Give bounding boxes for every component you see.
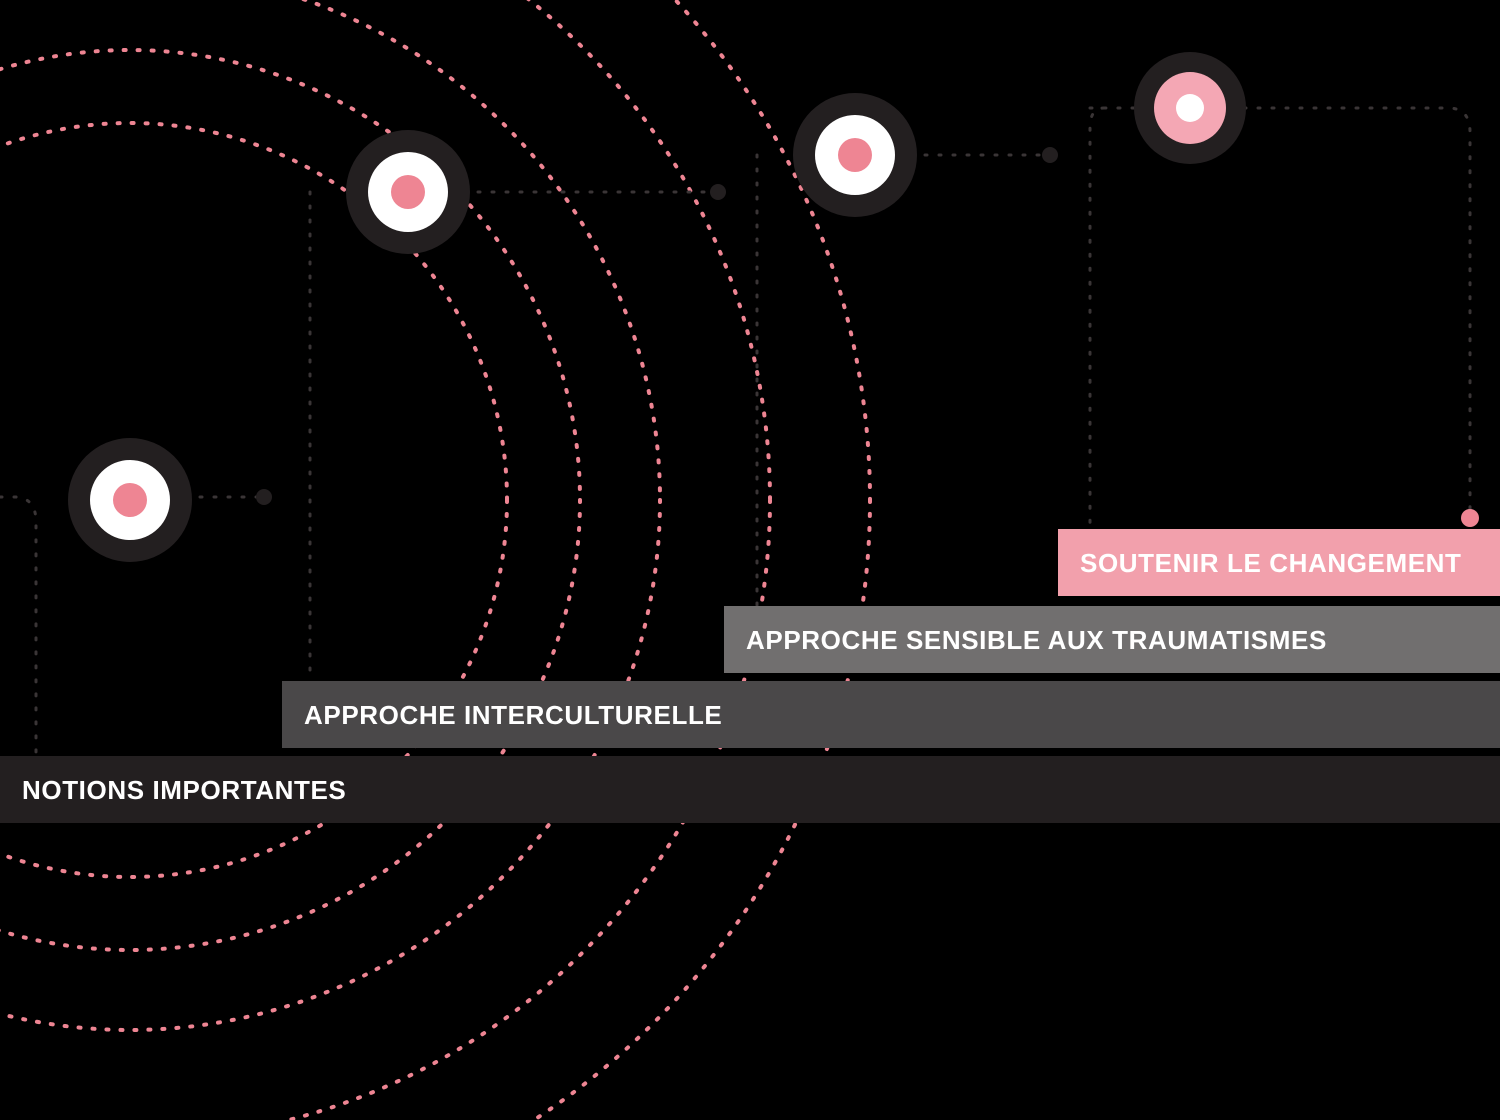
- node-core-dot: [838, 138, 872, 172]
- label-bar-text: APPROCHE INTERCULTURELLE: [304, 699, 723, 730]
- orbit-arcs-group: [0, 0, 872, 1120]
- connector-path-interculturelle: [308, 190, 720, 682]
- orbit-arc-2: [0, 0, 662, 1032]
- orbit-arc-0: [0, 121, 509, 879]
- node-core-dot: [113, 483, 147, 517]
- connector-path-soutenir: [1088, 106, 1472, 530]
- label-bar-text: SOUTENIR LE CHANGEMENT: [1080, 547, 1462, 578]
- label-bar-approche-sensible-aux-traumatismes[interactable]: APPROCHE SENSIBLE AUX TRAUMATISMES: [724, 606, 1500, 673]
- orbit-arc-3: [279, 0, 772, 1120]
- node-notions-importantes[interactable]: [68, 438, 192, 562]
- connector-path-notions: [0, 495, 266, 758]
- endpoint-notions-dot: [256, 489, 272, 505]
- node-approche-interculturelle[interactable]: [346, 130, 470, 254]
- label-bar-notions-importantes[interactable]: NOTIONS IMPORTANTES: [0, 756, 1500, 823]
- endpoint-interculturelle-dot: [710, 184, 726, 200]
- endpoint-soutenir-dot: [1461, 509, 1479, 527]
- node-approche-sensible[interactable]: [793, 93, 917, 217]
- orbit-arc-1: [0, 48, 582, 952]
- connector-path-sensible: [755, 153, 1052, 607]
- endpoint-sensible-dot: [1042, 147, 1058, 163]
- node-core-dot: [1176, 94, 1204, 122]
- node-core-dot: [391, 175, 425, 209]
- orbit-arc-4: [530, 0, 872, 1120]
- node-soutenir-le-changement[interactable]: [1134, 52, 1246, 164]
- label-bar-text: NOTIONS IMPORTANTES: [22, 774, 347, 805]
- label-bar-text: APPROCHE SENSIBLE AUX TRAUMATISMES: [746, 624, 1327, 655]
- label-bar-approche-interculturelle[interactable]: APPROCHE INTERCULTURELLE: [282, 681, 1500, 748]
- label-bar-soutenir-le-changement[interactable]: SOUTENIR LE CHANGEMENT: [1058, 529, 1500, 596]
